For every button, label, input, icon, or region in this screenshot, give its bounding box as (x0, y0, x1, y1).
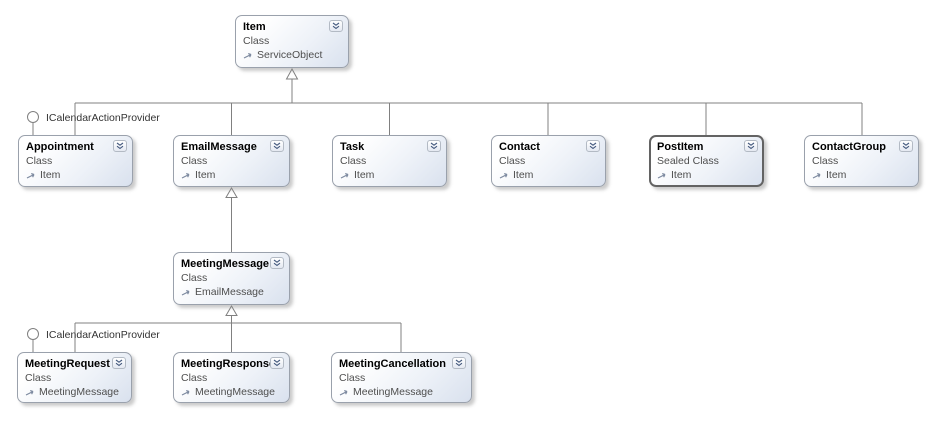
class-base-row: ServiceObject (243, 48, 343, 62)
inherit-arrow-icon (657, 172, 666, 179)
inheritance-connector-meetingmessage-children (74, 305, 402, 352)
class-kind: Class (499, 155, 526, 167)
class-base-row: Item (181, 168, 284, 182)
class-node-task[interactable]: Task Class Item (332, 135, 447, 187)
class-title: PostItem (657, 141, 704, 153)
class-base-row: Item (26, 168, 127, 182)
class-kind: Class (181, 372, 208, 384)
class-node-meetingcancellation[interactable]: MeetingCancellation Class MeetingMessage (331, 352, 472, 403)
class-base: MeetingMessage (39, 386, 119, 398)
class-base-row: MeetingMessage (25, 385, 126, 399)
class-kind: Sealed Class (657, 155, 719, 167)
class-base-row: Item (812, 168, 913, 182)
collapse-chevron-icon[interactable] (113, 140, 127, 152)
inheritance-connector-emailmessage-meetingmessage (225, 187, 238, 252)
class-kind: Class (25, 372, 52, 384)
class-base-row: MeetingMessage (181, 385, 284, 399)
class-base: Item (671, 169, 692, 181)
collapse-chevron-icon[interactable] (329, 20, 343, 32)
interface-label-icalendaractionprovider: ICalendarActionProvider (46, 329, 160, 341)
class-base-row: EmailMessage (181, 285, 284, 299)
collapse-chevron-icon[interactable] (744, 140, 758, 152)
class-node-emailmessage[interactable]: EmailMessage Class Item (173, 135, 290, 187)
class-title: MeetingRequest (25, 358, 110, 370)
inherit-arrow-icon (181, 289, 190, 296)
class-base: Item (513, 169, 534, 181)
class-node-contact[interactable]: Contact Class Item (491, 135, 606, 187)
class-title: Task (340, 141, 365, 153)
class-node-contactgroup[interactable]: ContactGroup Class Item (804, 135, 919, 187)
collapse-chevron-icon[interactable] (586, 140, 600, 152)
class-node-meetingmessage[interactable]: MeetingMessage Class EmailMessage (173, 252, 290, 305)
class-title: MeetingResponse (181, 358, 276, 370)
collapse-chevron-icon[interactable] (427, 140, 441, 152)
inheritance-connector-item-children (74, 67, 863, 135)
lollipop-circle-icon (27, 328, 39, 352)
class-base-row: Item (499, 168, 600, 182)
class-node-meetingresponse[interactable]: MeetingResponse Class MeetingMessage (173, 352, 290, 403)
collapse-chevron-icon[interactable] (270, 357, 284, 369)
lollipop-circle-icon (27, 111, 39, 135)
interface-label-icalendaractionprovider: ICalendarActionProvider (46, 112, 160, 124)
class-kind: Class (339, 372, 366, 384)
class-node-meetingrequest[interactable]: MeetingRequest Class MeetingMessage (17, 352, 132, 403)
class-base: Item (195, 169, 216, 181)
class-node-appointment[interactable]: Appointment Class Item (18, 135, 133, 187)
collapse-chevron-icon[interactable] (270, 140, 284, 152)
class-title: Contact (499, 141, 540, 153)
class-base: EmailMessage (195, 286, 264, 298)
inherit-arrow-icon (340, 172, 349, 179)
class-base: Item (354, 169, 375, 181)
class-title: MeetingCancellation (339, 358, 446, 370)
class-kind: Class (340, 155, 367, 167)
class-base-row: Item (340, 168, 441, 182)
class-base: Item (40, 169, 61, 181)
class-title: EmailMessage (181, 141, 257, 153)
inherit-arrow-icon (26, 172, 35, 179)
class-kind: Class (812, 155, 839, 167)
class-kind: Class (181, 272, 208, 284)
collapse-chevron-icon[interactable] (270, 257, 284, 269)
class-title: Item (243, 21, 266, 33)
class-base: Item (826, 169, 847, 181)
collapse-chevron-icon[interactable] (452, 357, 466, 369)
class-node-item[interactable]: Item Class ServiceObject (235, 15, 349, 68)
class-title: Appointment (26, 141, 94, 153)
class-kind: Class (26, 155, 53, 167)
inherit-arrow-icon (181, 172, 190, 179)
class-base-row: Item (657, 168, 758, 182)
collapse-chevron-icon[interactable] (112, 357, 126, 369)
class-kind: Class (243, 35, 270, 47)
class-base: ServiceObject (257, 49, 323, 61)
collapse-chevron-icon[interactable] (899, 140, 913, 152)
class-base: MeetingMessage (353, 386, 433, 398)
inherit-arrow-icon (812, 172, 821, 179)
class-title: ContactGroup (812, 141, 886, 153)
inherit-arrow-icon (339, 389, 348, 396)
class-node-postitem[interactable]: PostItem Sealed Class Item (649, 135, 764, 187)
inherit-arrow-icon (25, 389, 34, 396)
class-base-row: MeetingMessage (339, 385, 466, 399)
inherit-arrow-icon (181, 389, 190, 396)
inherit-arrow-icon (499, 172, 508, 179)
inherit-arrow-icon (243, 52, 252, 59)
class-base: MeetingMessage (195, 386, 275, 398)
class-title: MeetingMessage (181, 258, 270, 270)
class-kind: Class (181, 155, 208, 167)
